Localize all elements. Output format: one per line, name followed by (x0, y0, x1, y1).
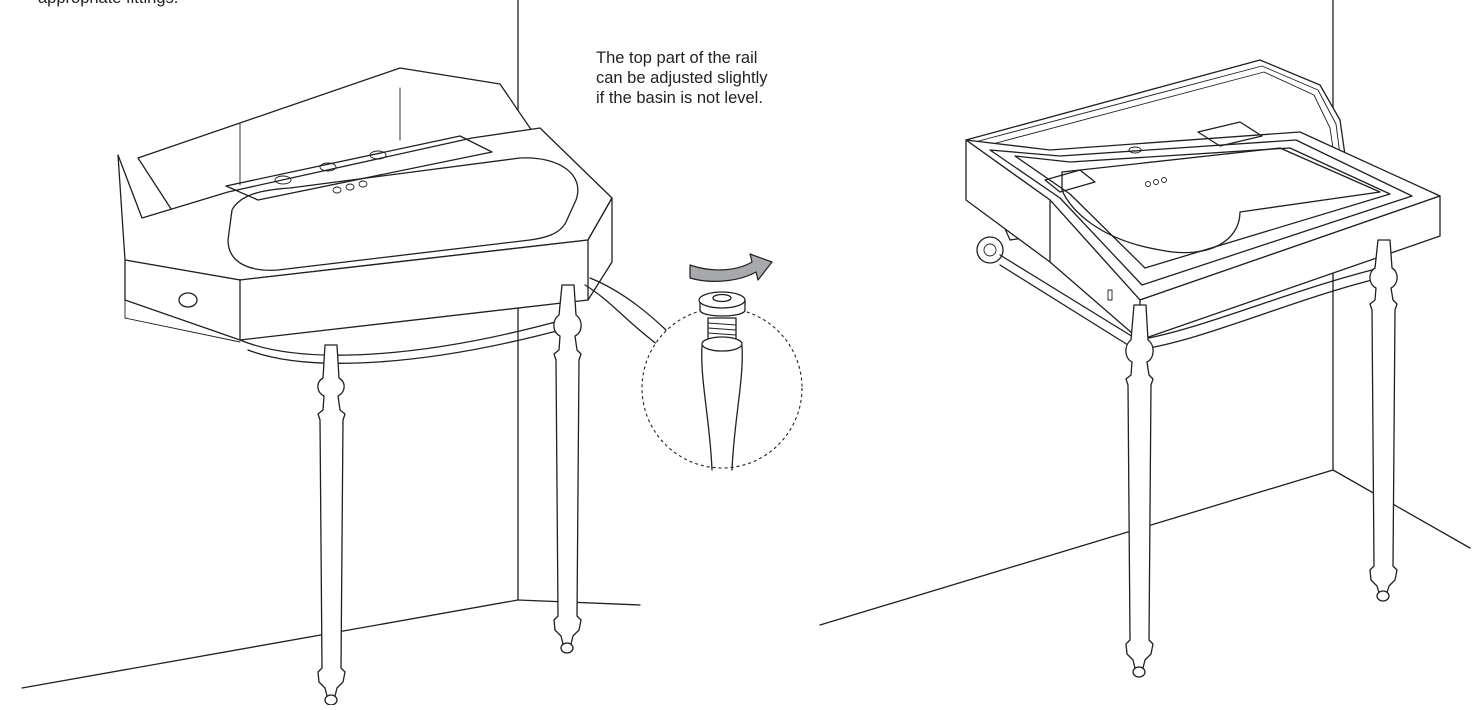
left-console-sink (117, 67, 613, 706)
curved-arrow-icon (689, 253, 773, 282)
note-line-3: if the basin is not level. (596, 89, 763, 107)
note-top-fragment: appropriate fittings. (38, 0, 178, 8)
adjust-detail-callout (584, 253, 803, 471)
note-line-1: The top part of the rail (596, 49, 758, 67)
note-line-2: can be adjusted slightly (596, 69, 768, 87)
right-console-sink (965, 59, 1441, 678)
note-rail-adjust: The top part of the rail can be adjusted… (596, 48, 768, 108)
